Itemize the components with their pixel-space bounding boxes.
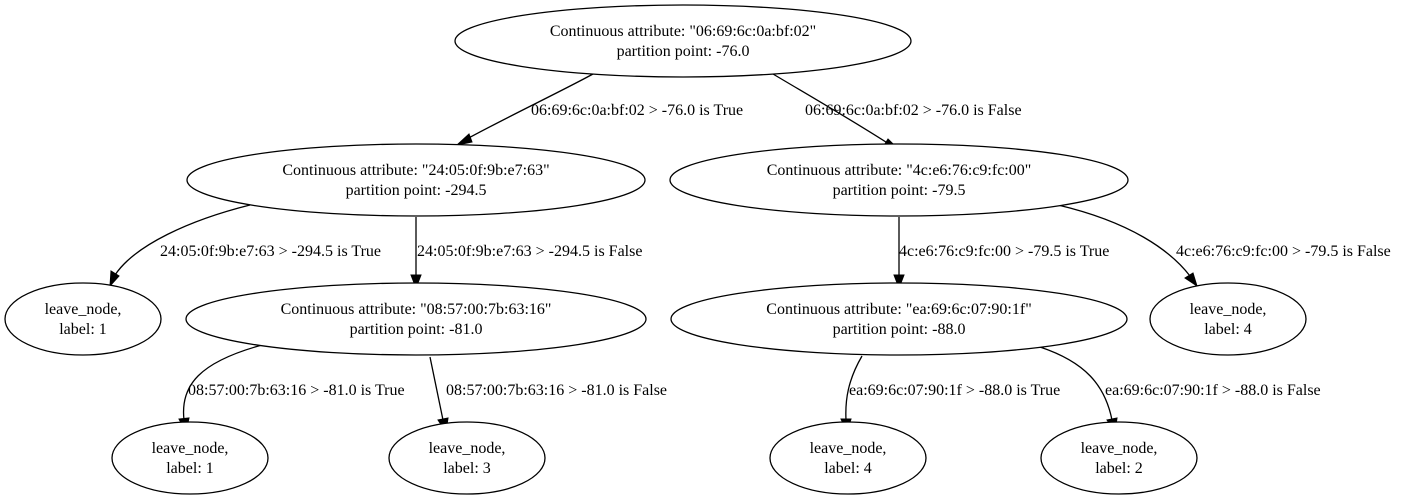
leaf-left2a-title: leave_node, [152, 440, 229, 457]
node-root-attribute: Continuous attribute: "06:69:6c:0a:bf:02… [550, 23, 816, 40]
node-leaf-left2-label1: leave_node, label: 1 [111, 421, 269, 495]
edge-left1-leaf-arrowhead [109, 270, 120, 288]
edge-left1-left2-arrowhead [410, 274, 422, 290]
edge-left1-leaf [114, 204, 251, 276]
leaf-left2a-label: label: 1 [166, 460, 214, 477]
node-leaf-right2-label4: leave_node, label: 4 [769, 421, 927, 495]
node-right1-partition: partition point: -79.5 [833, 182, 966, 199]
node-left1-attribute: Continuous attribute: "24:05:0f:9b:e7:63… [282, 162, 549, 179]
edge-root-left-arrowhead [455, 133, 473, 146]
edge-label-left1-leaf: 24:05:0f:9b:e7:63 > -294.5 is True [160, 243, 381, 260]
edge-right1-leaf [1057, 204, 1191, 277]
node-root: Continuous attribute: "06:69:6c:0a:bf:02… [454, 4, 912, 78]
edge-root-right [772, 73, 890, 145]
edge-root-left [464, 73, 594, 141]
node-leaf-right1-label4: leave_node, label: 4 [1149, 282, 1307, 356]
edge-label-left2-leaf1: 08:57:00:7b:63:16 > -81.0 is True [188, 382, 405, 399]
node-left2-partition: partition point: -81.0 [350, 321, 483, 338]
edge-label-root-right: 06:69:6c:0a:bf:02 > -76.0 is False [805, 102, 1022, 119]
edge-right2-leaf4 [845, 355, 863, 421]
leaf-right2b-title: leave_node, [1081, 440, 1158, 457]
leaf-left2b-title: leave_node, [429, 440, 506, 457]
edge-label-left1-left2: 24:05:0f:9b:e7:63 > -294.5 is False [417, 243, 642, 260]
node-leaf-left2-label3: leave_node, label: 3 [388, 421, 546, 495]
node-right2-partition: partition point: -88.0 [833, 321, 966, 338]
leaf-left1-label: label: 1 [59, 321, 107, 338]
node-right1-attribute: Continuous attribute: "4c:e6:76:c9:fc:00… [767, 162, 1032, 179]
edge-left2-leaf1 [182, 344, 263, 421]
leaf-right2a-title: leave_node, [810, 440, 887, 457]
node-right2: Continuous attribute: "ea:69:6c:07:90:1f… [670, 282, 1128, 356]
node-right1: Continuous attribute: "4c:e6:76:c9:fc:00… [669, 143, 1129, 217]
edge-left2-leaf3 [429, 356, 444, 421]
edge-label-root-left: 06:69:6c:0a:bf:02 > -76.0 is True [531, 102, 743, 119]
node-root-partition: partition point: -76.0 [617, 43, 750, 60]
node-leaf-left1-label1: leave_node, label: 1 [4, 282, 162, 356]
node-left2-attribute: Continuous attribute: "08:57:00:7b:63:16… [281, 301, 552, 318]
node-left1-partition: partition point: -294.5 [346, 182, 487, 199]
node-right2-attribute: Continuous attribute: "ea:69:6c:07:90:1f… [766, 301, 1031, 318]
edge-label-right1-right2: 4c:e6:76:c9:fc:00 > -79.5 is True [899, 243, 1109, 260]
edge-right2-leaf2 [1039, 346, 1113, 421]
node-left2: Continuous attribute: "08:57:00:7b:63:16… [185, 282, 647, 356]
leaf-right1-title: leave_node, [1190, 301, 1267, 318]
leaf-left1-title: leave_node, [45, 301, 122, 318]
node-left1: Continuous attribute: "24:05:0f:9b:e7:63… [186, 143, 646, 217]
leaf-right2a-label: label: 4 [824, 460, 872, 477]
edge-right1-leaf-arrowhead [1184, 272, 1198, 288]
node-leaf-right2-label2: leave_node, label: 2 [1040, 421, 1198, 495]
edge-right1-right2-arrowhead [893, 274, 905, 290]
leaf-left2b-label: label: 3 [443, 460, 491, 477]
leaf-right1-label: label: 4 [1204, 321, 1252, 338]
edge-label-right1-leaf: 4c:e6:76:c9:fc:00 > -79.5 is False [1176, 243, 1391, 260]
leaf-right2b-label: label: 2 [1095, 460, 1143, 477]
edge-label-left2-leaf3: 08:57:00:7b:63:16 > -81.0 is False [446, 382, 667, 399]
edge-label-right2-leaf2: ea:69:6c:07:90:1f > -88.0 is False [1105, 382, 1321, 399]
edge-label-right2-leaf4: ea:69:6c:07:90:1f > -88.0 is True [849, 382, 1060, 399]
